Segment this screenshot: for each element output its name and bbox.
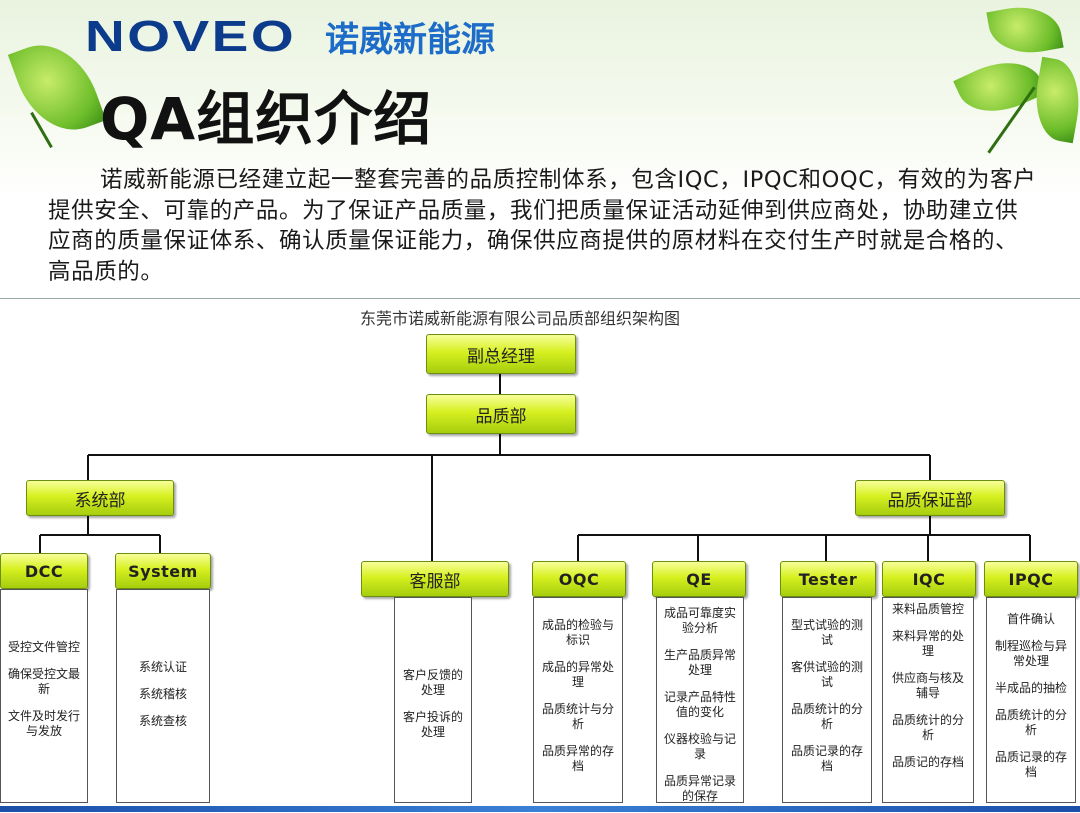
panel-item: 客户投诉的处理 bbox=[402, 710, 463, 739]
panel-item: 品质统计的分析 bbox=[891, 713, 964, 742]
panel-item: 首件确认 bbox=[1006, 612, 1055, 626]
panel-oqc: 成品的检验与标识成品的异常处理品质统计与分析品质异常的存档 bbox=[533, 597, 623, 803]
panel-item: 受控文件管控 bbox=[7, 640, 80, 654]
panel-item: 客户反馈的处理 bbox=[402, 668, 463, 697]
panel-item: 品质统计的分析 bbox=[994, 708, 1067, 737]
intro-paragraph: 诺威新能源已经建立起一整套完善的品质控制体系，包含IQC，IPQC和OQC，有效… bbox=[48, 167, 1037, 285]
panel-item: 系统认证 bbox=[138, 660, 187, 674]
panel-item: 来料品质管控 bbox=[891, 602, 964, 616]
panel-dcc: 受控文件管控确保受控文最新文件及时发行与发放 bbox=[0, 589, 88, 803]
panel-item: 品质记录的存档 bbox=[994, 750, 1067, 779]
panel-item: 品质记录的存档 bbox=[790, 744, 863, 773]
node-vice-general-manager: 副总经理 bbox=[426, 334, 576, 374]
panel-item: 系统稽核 bbox=[138, 687, 187, 701]
panel-iqc: 来料品质管控来料异常的处理供应商与核及辅导品质统计的分析品质记的存档 bbox=[882, 597, 974, 803]
node-tester: Tester bbox=[780, 561, 876, 597]
panel-item: 品质异常记录的保存 bbox=[663, 774, 736, 803]
node-system: System bbox=[115, 553, 211, 589]
panel-ipqc: 首件确认制程巡检与异常处理半成品的抽检品质统计的分析品质记录的存档 bbox=[986, 597, 1076, 803]
panel-system: 系统认证系统稽核系统查核 bbox=[116, 589, 210, 803]
panel-item: 成品的异常处理 bbox=[541, 660, 614, 689]
panel-item: 半成品的抽检 bbox=[994, 681, 1067, 695]
panel-item: 成品的检验与标识 bbox=[541, 618, 614, 647]
panel-item: 记录产品特性值的变化 bbox=[663, 690, 736, 719]
chart-title: 东莞市诺威新能源有限公司品质部组织架构图 bbox=[359, 309, 680, 328]
panel-item: 品质统计的分析 bbox=[790, 702, 863, 731]
org-chart-connectors bbox=[39, 373, 1031, 561]
leaf-decoration-right-3 bbox=[1028, 56, 1080, 144]
node-quality-department: 品质部 bbox=[426, 394, 576, 434]
panel-item: 成品可靠度实验分析 bbox=[663, 606, 736, 635]
node-ipqc: IPQC bbox=[984, 561, 1078, 597]
node-iqc: IQC bbox=[882, 561, 976, 597]
panel-item: 仪器校验与记录 bbox=[663, 732, 736, 761]
leaf-decoration-right-1 bbox=[986, 0, 1064, 60]
page-title: QA组织介绍 bbox=[100, 85, 433, 153]
panel-item: 文件及时发行与发放 bbox=[7, 709, 80, 738]
panel-customer-service: 客户反馈的处理客户投诉的处理 bbox=[394, 597, 472, 803]
node-customer-service: 客服部 bbox=[361, 561, 509, 597]
panel-item: 制程巡检与异常处理 bbox=[994, 639, 1067, 668]
panel-item: 型式试验的测试 bbox=[790, 618, 863, 647]
node-system-department: 系统部 bbox=[26, 480, 174, 516]
panel-item: 品质异常的存档 bbox=[541, 744, 614, 773]
panel-item: 供应商与核及辅导 bbox=[891, 671, 964, 700]
panel-item: 生产品质异常处理 bbox=[663, 648, 736, 677]
node-oqc: OQC bbox=[532, 561, 626, 597]
footer-bar bbox=[0, 806, 1080, 812]
node-qe: QE bbox=[652, 561, 746, 597]
panel-item: 品质记的存档 bbox=[891, 755, 964, 769]
panel-item: 系统查核 bbox=[138, 714, 187, 728]
panel-qe: 成品可靠度实验分析生产品质异常处理记录产品特性值的变化仪器校验与记录品质异常记录… bbox=[656, 597, 744, 803]
panel-item: 确保受控文最新 bbox=[7, 667, 80, 696]
panel-item: 客供试验的测试 bbox=[790, 660, 863, 689]
panel-item: 品质统计与分析 bbox=[541, 702, 614, 731]
logo-text-cn: 诺威新能源 bbox=[325, 20, 495, 60]
node-quality-assurance-department: 品质保证部 bbox=[855, 480, 1005, 516]
org-chart: 东莞市诺威新能源有限公司品质部组织架构图 副总经理 品质部 系统部 品质保证部 … bbox=[0, 298, 1080, 813]
logo-text-en: NOVEO bbox=[85, 12, 297, 61]
intro-text: 诺威新能源已经建立起一整套完善的品质控制体系，包含IQC，IPQC和OQC，有效… bbox=[48, 165, 1038, 287]
panel-item: 来料异常的处理 bbox=[891, 629, 964, 658]
company-logo: NOVEO bbox=[85, 12, 294, 62]
panel-tester: 型式试验的测试客供试验的测试品质统计的分析品质记录的存档 bbox=[782, 597, 872, 803]
node-dcc: DCC bbox=[0, 553, 88, 589]
